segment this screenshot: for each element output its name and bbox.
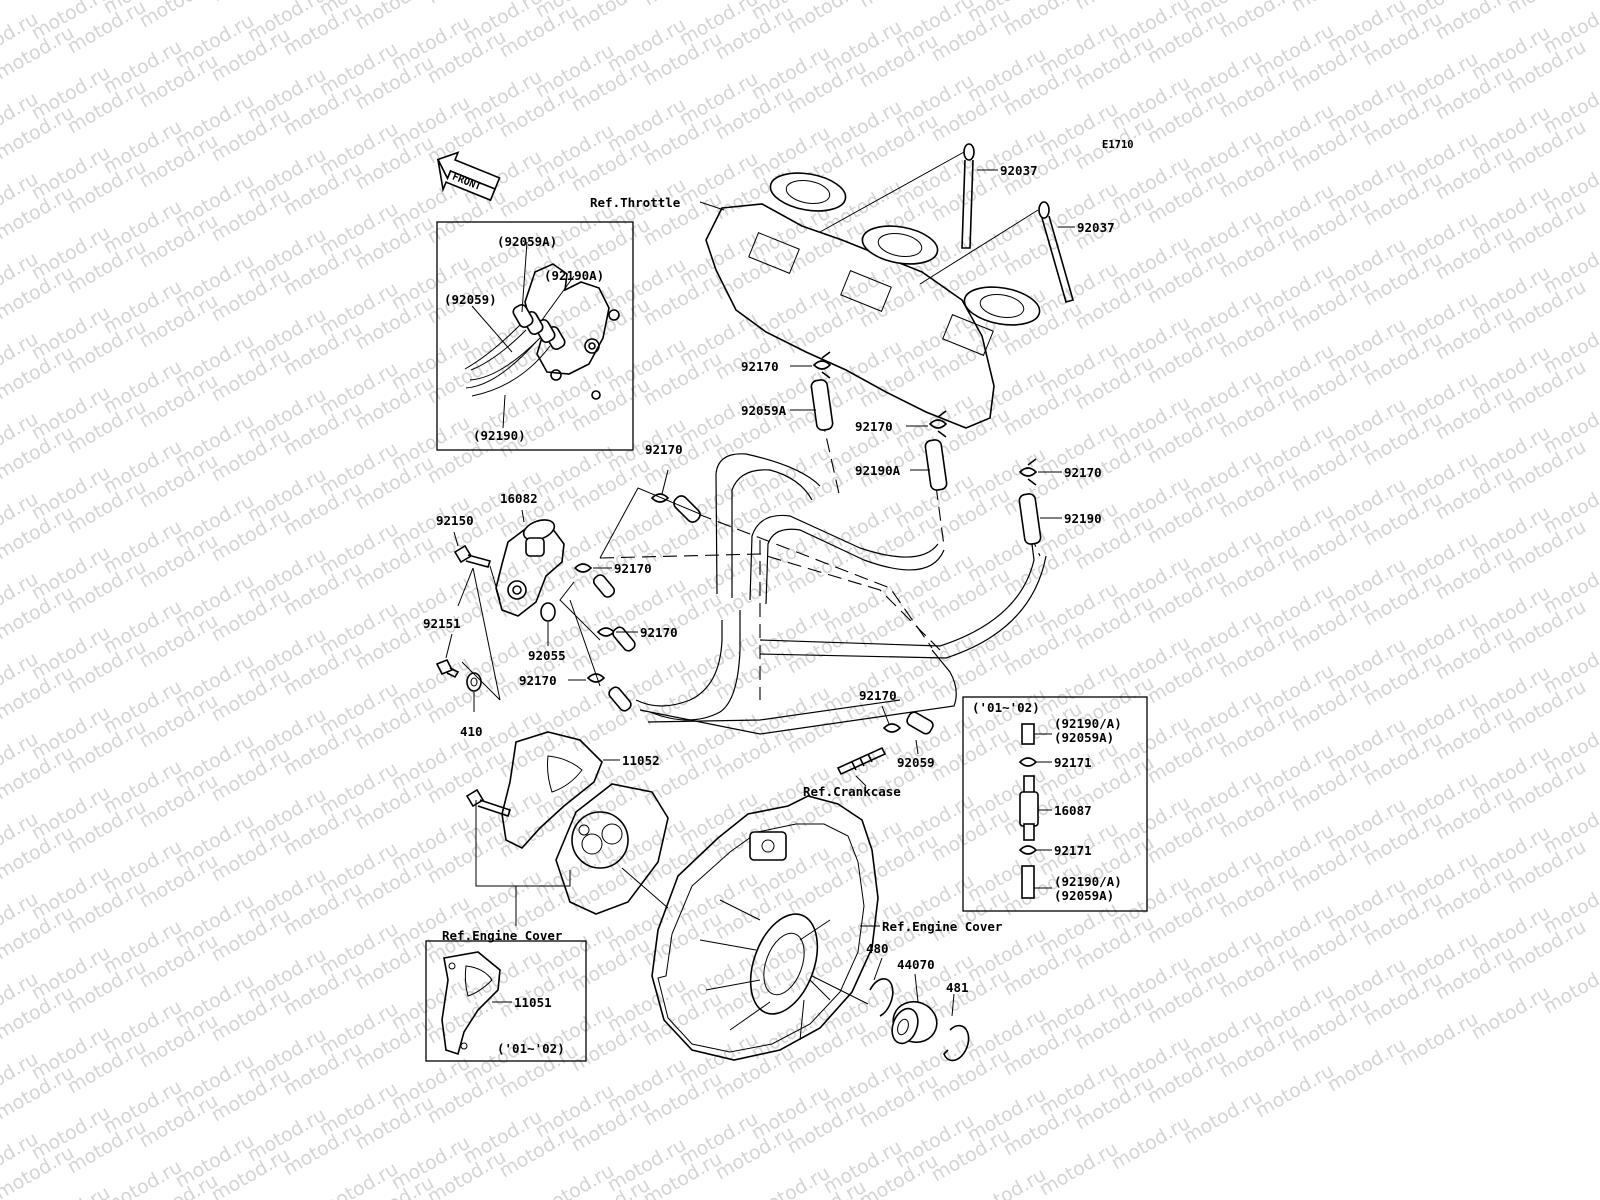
pump-cover-11052: 11052 Ref.Engine Cover bbox=[442, 731, 669, 943]
watermark-text: motod.ru bbox=[1324, 1034, 1410, 1097]
part-92037-b: 92037 bbox=[1077, 220, 1115, 235]
watermark-text: motod.ru bbox=[1072, 0, 1158, 14]
inset-label-92059: (92059) bbox=[444, 292, 497, 307]
inset-right-label-6: (92059A) bbox=[1054, 888, 1114, 903]
watermark-text: motod.ru bbox=[1468, 982, 1554, 1045]
watermark-text: motod.ru bbox=[352, 0, 438, 34]
part-92170-8: 92170 bbox=[859, 688, 897, 703]
inset-right-label-2: 92171 bbox=[1054, 755, 1092, 770]
inset-oil-pump-detail: (92059A) (92190A) (92059) (92190) bbox=[436, 221, 634, 451]
inset-right-label-1: (92059A) bbox=[1054, 730, 1114, 745]
part-16082: 16082 bbox=[500, 491, 538, 506]
watermark-text: motod.ru bbox=[1288, 0, 1374, 16]
hose-pieces: 92059A 92170 92190A 92170 92190 92170 92… bbox=[519, 351, 1102, 770]
ref-engine-cover-right: Ref.Engine Cover bbox=[882, 919, 1003, 934]
inset-check-valve-16087: ('01~'02) (92190/A) (92059A) 92171 16087… bbox=[962, 696, 1148, 912]
oil-hose-routing bbox=[599, 417, 1047, 735]
oil-pump-16082: 16082 92150 92055 92151 410 bbox=[423, 491, 566, 739]
engine-cover: Ref.Engine Cover bbox=[651, 795, 1003, 1061]
part-92190: 92190 bbox=[1064, 511, 1102, 526]
watermark-text: motod.ru bbox=[1000, 0, 1086, 40]
part-92170-3: 92170 bbox=[1064, 465, 1102, 480]
part-92170-6: 92170 bbox=[640, 625, 678, 640]
cable-tie-92037-a: 92037 bbox=[819, 143, 1038, 249]
inset-label-92059A: (92059A) bbox=[497, 234, 557, 249]
part-92170-7: 92170 bbox=[519, 673, 557, 688]
part-410: 410 bbox=[460, 724, 483, 739]
inset-right-label-0: (92190/A) bbox=[1054, 716, 1122, 731]
inset-right-title: ('01~'02) bbox=[972, 700, 1040, 715]
part-92059: 92059 bbox=[897, 755, 935, 770]
part-92037-a: 92037 bbox=[1000, 163, 1038, 178]
inset-bottom-note: ('01~'02) bbox=[497, 1041, 565, 1056]
inset-right-label-5: (92190/A) bbox=[1054, 874, 1122, 889]
watermark-text: motod.ru bbox=[1396, 1008, 1482, 1071]
watermark-text: motod.ru bbox=[1180, 1086, 1266, 1149]
watermark-text: motod.ru bbox=[136, 0, 222, 32]
part-92151: 92151 bbox=[423, 616, 461, 631]
part-481: 481 bbox=[946, 980, 969, 995]
ref-engine-cover-left: Ref.Engine Cover bbox=[442, 928, 563, 943]
watermark-text: motod.ru bbox=[1036, 1138, 1122, 1200]
watermark-text: motod.ru bbox=[1504, 0, 1590, 18]
part-480: 480 bbox=[866, 941, 889, 956]
ref-crankcase-label: Ref.Crankcase bbox=[803, 784, 901, 799]
part-44070: 44070 bbox=[897, 957, 935, 972]
part-11052: 11052 bbox=[622, 753, 660, 768]
crankcase-fitting: Ref.Crankcase bbox=[803, 746, 901, 799]
front-arrow-icon: FRONT bbox=[436, 151, 501, 202]
watermark-text: motod.ru bbox=[1540, 956, 1600, 1019]
bearing-parts: 480 44070 481 bbox=[866, 941, 970, 1062]
part-92170-2: 92170 bbox=[855, 419, 893, 434]
intake-manifold: Ref.Throttle bbox=[590, 172, 1041, 429]
cable-tie-92037-b: 92037 bbox=[919, 201, 1115, 303]
part-92059A: 92059A bbox=[741, 403, 787, 418]
inset-right-label-4: 92171 bbox=[1054, 843, 1092, 858]
inset-part-11051: 11051 bbox=[514, 995, 552, 1010]
ref-throttle-label: Ref.Throttle bbox=[590, 195, 681, 210]
part-92190A: 92190A bbox=[855, 463, 901, 478]
inset-label-92190: (92190) bbox=[473, 428, 526, 443]
diagram-code: E1710 bbox=[1102, 139, 1134, 151]
watermark-text: motod.ru bbox=[1252, 1060, 1338, 1123]
part-92055: 92055 bbox=[528, 648, 566, 663]
part-92170-4: 92170 bbox=[645, 442, 683, 457]
watermark-text: motod.ru bbox=[784, 0, 870, 38]
part-92170-5: 92170 bbox=[614, 561, 652, 576]
watermark-text: motod.ru bbox=[1108, 1112, 1194, 1175]
inset-label-92190A: (92190A) bbox=[544, 268, 604, 283]
part-92170-1: 92170 bbox=[741, 359, 779, 374]
inset-right-label-3: 16087 bbox=[1054, 803, 1092, 818]
inset-cover-11051: 11051 ('01~'02) bbox=[425, 940, 587, 1062]
watermark-text: motod.ru bbox=[28, 1182, 114, 1200]
part-92150: 92150 bbox=[436, 513, 474, 528]
watermark-text: motod.ru bbox=[568, 0, 654, 36]
